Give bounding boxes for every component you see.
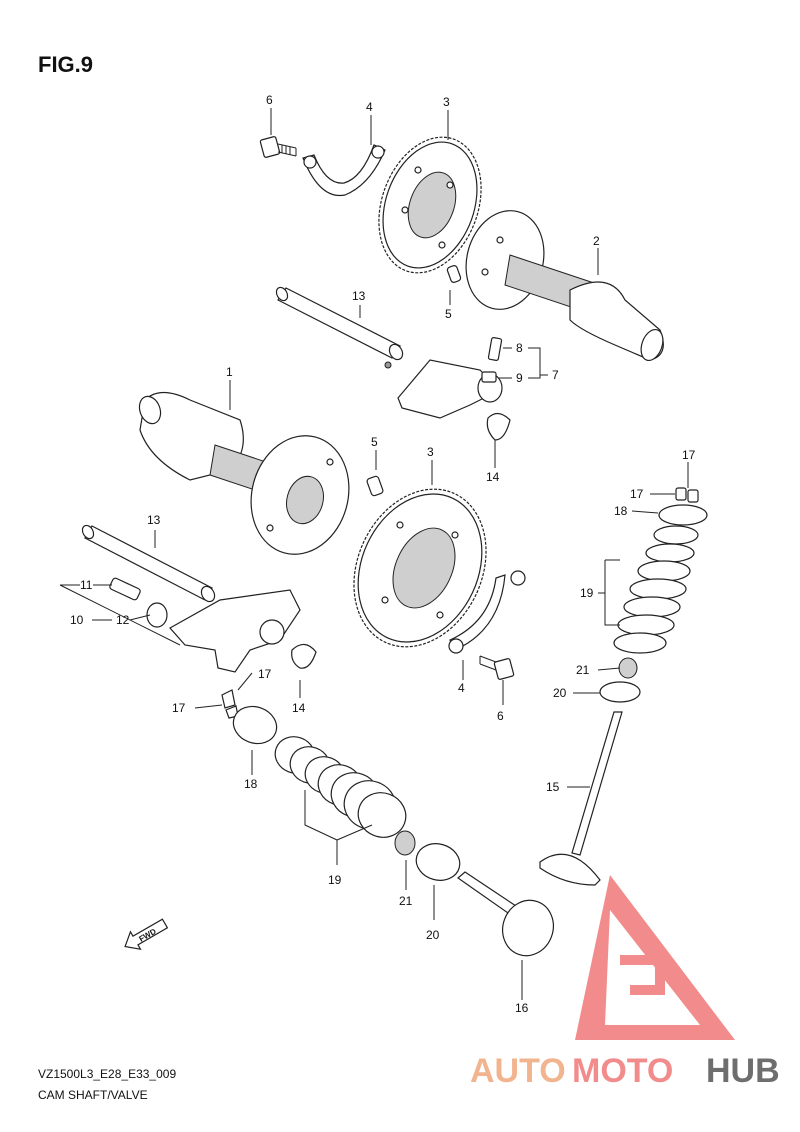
watermark-text-auto: AUTO [470, 1052, 566, 1090]
callout-18-lower: 18 [244, 777, 258, 791]
callout-12: 12 [116, 613, 130, 627]
callout-16: 16 [515, 1001, 529, 1015]
bolt-part-6-lower [479, 655, 515, 680]
rocker-shaft-part-13-lower [81, 524, 216, 603]
callout-17-lower-b: 17 [172, 701, 186, 715]
caption: CAM SHAFT/VALVE [38, 1088, 148, 1102]
callout-14-upper: 14 [486, 470, 500, 484]
watermark-logo: AUTO MOTO HUB [470, 875, 780, 1090]
callout-6-lower: 6 [497, 709, 504, 723]
camshaft-part-1 [138, 391, 350, 555]
lock-nut-part-12 [146, 602, 168, 628]
callout-19-lower: 19 [328, 873, 342, 887]
callout-17-lower-a: 17 [258, 667, 272, 681]
dowel-pin-part-5-upper [446, 265, 462, 283]
spring-retainer-part-18-lower [232, 705, 278, 745]
callout-7: 7 [552, 368, 559, 382]
callout-14-lower: 14 [292, 701, 306, 715]
callout-11: 11 [80, 578, 93, 592]
callout-3-lower: 3 [427, 445, 434, 459]
callout-13-lower: 13 [147, 513, 161, 527]
fwd-arrow-icon: FWD [124, 918, 169, 950]
callout-10: 10 [70, 613, 84, 627]
callout-20-upper: 20 [553, 686, 567, 700]
washer-part-14-upper [486, 412, 511, 441]
callout-21-upper: 21 [576, 663, 590, 677]
valve-part-16 [457, 871, 554, 957]
rocker-arm-part-7 [397, 337, 503, 419]
callout-1: 1 [226, 365, 233, 379]
rocker-arm-part-10 [109, 577, 301, 673]
spring-seat-part-20-upper [599, 681, 641, 703]
rocker-shaft-part-13-upper [275, 286, 404, 369]
callout-17-top: 17 [682, 448, 696, 462]
callout-5-lower: 5 [371, 435, 378, 449]
callout-21-lower: 21 [399, 894, 413, 908]
stem-seal-part-21-lower [394, 830, 416, 856]
watermark-text-hub: HUB [706, 1052, 780, 1090]
callout-15: 15 [546, 780, 560, 794]
callout-18-upper: 18 [614, 504, 628, 518]
callout-9: 9 [516, 371, 523, 385]
callout-5-upper: 5 [445, 307, 452, 321]
callout-4-upper: 4 [366, 100, 373, 114]
callout-19-upper: 19 [580, 586, 594, 600]
figure-title: FIG.9 [38, 52, 93, 77]
guide-plate-part-4-upper [302, 144, 386, 197]
adjuster-screw-part-11 [109, 577, 141, 601]
cam-sprocket-part-3-lower [353, 488, 487, 648]
leader-lines [59, 108, 689, 1000]
valve-spring-part-19-upper [613, 525, 699, 654]
spring-retainer-part-18-upper [658, 504, 708, 526]
model-code: VZ1500L3_E28_E33_009 [38, 1067, 176, 1081]
guide-plate-part-4-lower [448, 570, 526, 654]
washer-part-14-lower [291, 643, 317, 669]
adjuster-screw-part-8 [487, 337, 503, 361]
callout-3-upper: 3 [443, 95, 450, 109]
callout-20-lower: 20 [426, 928, 440, 942]
spring-seat-part-20-lower [415, 843, 461, 881]
stem-seal-part-21-upper [618, 657, 638, 679]
valve-part-15 [539, 711, 623, 886]
callout-6-upper: 6 [266, 93, 273, 107]
callout-2: 2 [593, 234, 600, 248]
callout-17-side: 17 [630, 487, 644, 501]
valve-spring-part-19-lower [274, 736, 407, 838]
callout-13-upper: 13 [352, 289, 366, 303]
bolt-part-6-upper [259, 136, 297, 158]
callout-labels: 6 4 3 2 5 13 8 9 7 14 1 5 3 17 17 18 13 … [70, 93, 696, 1015]
callout-4-lower: 4 [458, 681, 465, 695]
lock-nut-part-9 [481, 371, 497, 383]
dowel-pin-part-5-lower [366, 475, 384, 497]
callout-8: 8 [516, 341, 523, 355]
watermark-text-moto: MOTO [572, 1052, 673, 1090]
camshaft-part-2 [465, 210, 664, 362]
valve-cotter-part-17-upper [675, 487, 699, 503]
cam-sprocket-part-3-upper [378, 136, 482, 274]
